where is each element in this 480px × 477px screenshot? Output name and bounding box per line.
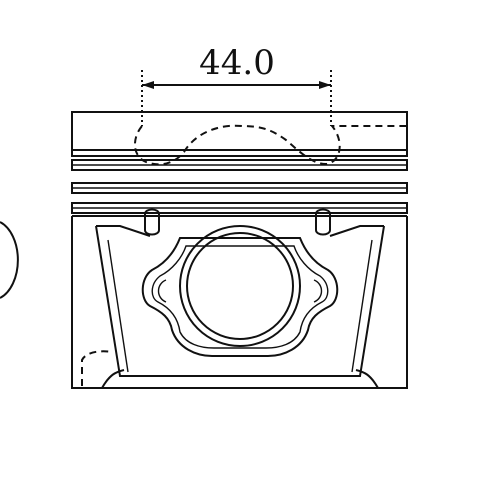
dimension-annotation: 44.0: [141, 43, 332, 126]
pin-bore-inner: [186, 232, 294, 340]
pin-boss-lobe-left: [157, 279, 167, 303]
hidden-detail-left: [81, 350, 113, 386]
oil-drain-right: [315, 208, 331, 236]
edge-arc: [0, 221, 19, 299]
dimension-arrow-right: [319, 81, 331, 89]
ring-grooves: [71, 159, 408, 214]
piston-body: [71, 215, 408, 389]
oil-drain-left: [144, 208, 160, 236]
dimension-arrow-left: [142, 81, 154, 89]
pin-boss: [141, 237, 339, 357]
pin-bore-outer: [179, 225, 301, 347]
pin-boss-lobe-right: [313, 279, 323, 303]
piston-crown: [71, 111, 408, 157]
combustion-bowl: [134, 124, 407, 166]
dimension-label: 44.0: [199, 43, 275, 83]
pin-boss-inner: [151, 245, 329, 349]
